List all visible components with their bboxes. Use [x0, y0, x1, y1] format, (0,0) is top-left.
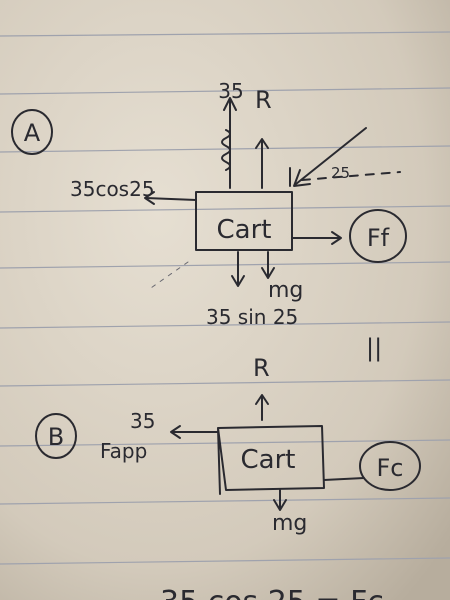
angle-a-label: 25: [331, 164, 350, 182]
left-force-a-arrow: [145, 197, 197, 201]
cart-a-box: [195, 191, 293, 251]
vertical-component-a-label: 35: [218, 79, 243, 103]
cart-b-label: Cart: [241, 445, 296, 475]
weight-b-label: mg: [272, 511, 307, 536]
friction-force-a-label: Ff: [367, 224, 390, 252]
applied-force-b-label: Fapp: [100, 439, 147, 463]
cart-b-box: [217, 425, 325, 495]
weight-a-label: mg: [268, 278, 303, 303]
marker-b-circle: [35, 413, 77, 459]
faint-dashed-line: [147, 261, 189, 291]
diagram-a-labels: A Cart R 35 35cos25 25 mg 35 sin 25 Ff |…: [24, 79, 390, 362]
normal-force-b-label: R: [253, 354, 270, 382]
friction-force-b-label: Fc: [377, 454, 404, 482]
left-force-a-label: 35cos25: [70, 177, 155, 201]
bottom-equation-fragment: 35 cos 25 = Fc: [160, 585, 384, 600]
friction-force-a-circle: [349, 209, 407, 263]
friction-force-b-circle: [359, 441, 421, 491]
marker-a: A: [24, 119, 41, 147]
friction-b-line: [323, 477, 365, 481]
diagram-b-labels: B Cart R 35 Fapp mg Fc: [48, 354, 404, 536]
diagram-a: [11, 97, 407, 291]
bottom-force-a-label: 35 sin 25: [206, 305, 298, 329]
diagram-b: [35, 394, 421, 511]
normal-force-a-label: R: [255, 86, 272, 114]
marker-b: B: [48, 423, 64, 451]
cart-a-label: Cart: [217, 215, 272, 245]
between-mark: ||: [366, 334, 382, 362]
vertical-component-a-arrow: [221, 97, 237, 189]
applied-force-b-value: 35: [130, 409, 155, 433]
angle-reference-line: [301, 171, 401, 181]
applied-force-a-arrow: [295, 127, 367, 185]
marker-a-circle: [11, 109, 53, 155]
